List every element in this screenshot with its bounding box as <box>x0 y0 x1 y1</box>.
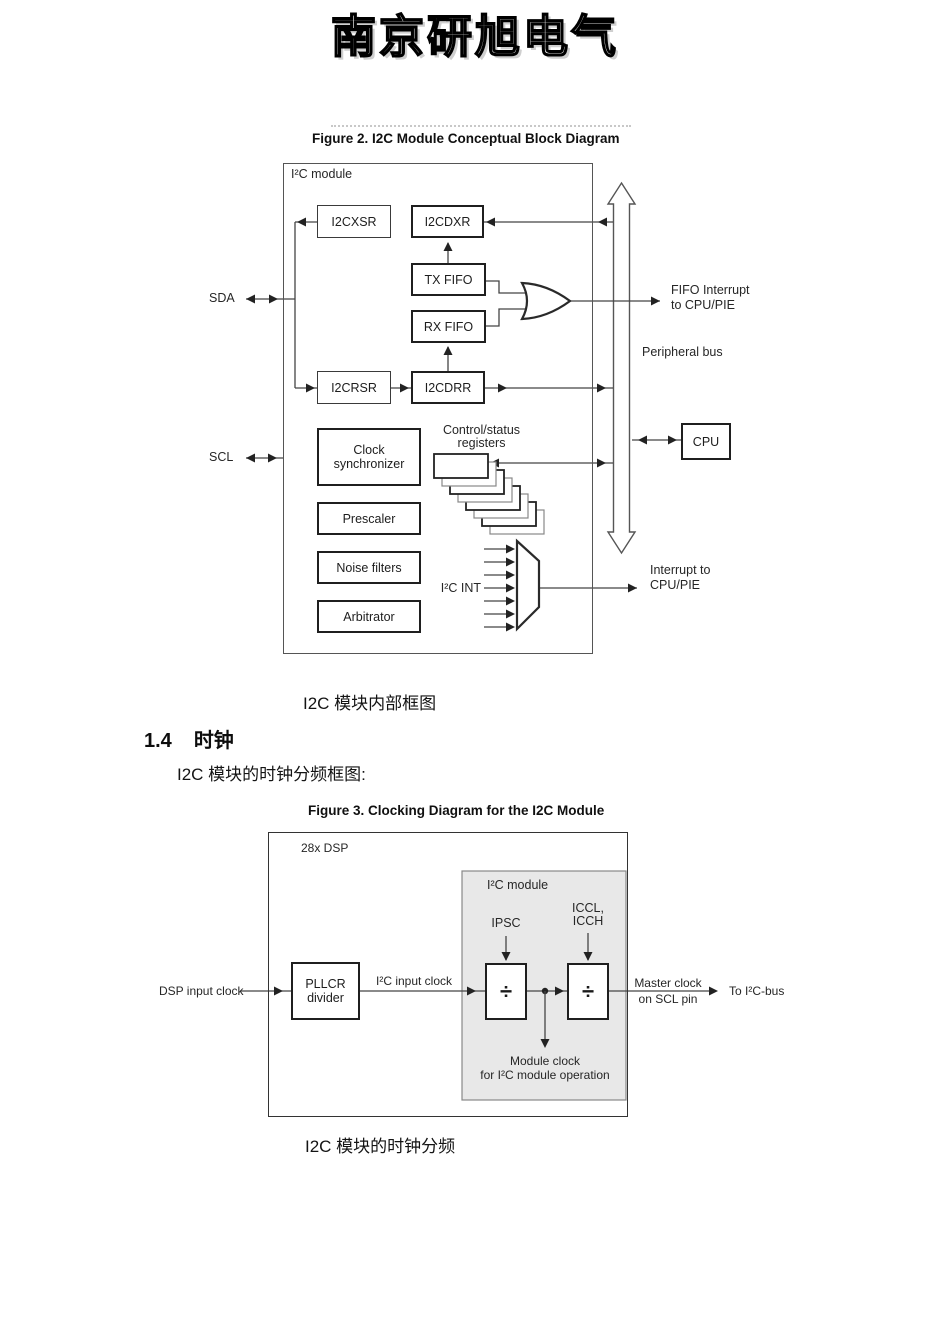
peripheral-bus-arrow <box>606 181 637 555</box>
peripheral-bus-label: Peripheral bus <box>642 345 723 359</box>
clock-synchronizer-box: Clock synchronizer <box>317 428 421 486</box>
i2cxsr-box: I2CXSR <box>317 205 391 238</box>
i2c-input-clock-label: I²C input clock <box>375 974 453 988</box>
i2crsr-box: I2CRSR <box>317 371 391 404</box>
cpu-box: CPU <box>681 423 731 460</box>
interrupt-to-cpu-label: Interrupt to CPU/PIE <box>650 563 711 592</box>
ipsc-divider-box: ÷ <box>485 963 527 1020</box>
master-clock-label: Master clock on SCL pin <box>634 976 702 1006</box>
brand-underline <box>331 125 631 127</box>
figure3-dsp-label: 28x DSP <box>301 841 349 855</box>
noise-filters-box: Noise filters <box>317 551 421 584</box>
fifo-interrupt-label: FIFO Interrupt to CPU/PIE <box>671 283 750 312</box>
section-number: 1.4 <box>144 730 172 752</box>
brand-title: 南京研旭电气 <box>330 9 619 64</box>
sda-label: SDA <box>209 291 235 305</box>
scl-label: SCL <box>209 450 234 464</box>
i2c-int-label: I²C INT <box>440 581 481 595</box>
ipsc-label: IPSC <box>491 916 521 930</box>
figure2-module-frame <box>283 163 593 654</box>
control-status-registers-label: Control/status registers <box>442 423 521 450</box>
figure3-module-label: I²C module <box>487 878 549 892</box>
rx-fifo-box: RX FIFO <box>411 310 486 343</box>
section-heading: 1.4 时钟 <box>144 724 234 753</box>
prescaler-box: Prescaler <box>317 502 421 535</box>
figure2-caption: I2C 模块内部框图 <box>303 694 437 713</box>
figure2-title: Figure 2. I2C Module Conceptual Block Di… <box>312 131 620 146</box>
tx-fifo-box: TX FIFO <box>411 263 486 296</box>
iccl-icch-label: ICCL, ICCH <box>572 901 604 928</box>
section-intro: I2C 模块的时钟分频框图: <box>177 765 366 784</box>
figure2-module-label: I²C module <box>291 167 353 181</box>
arbitrator-box: Arbitrator <box>317 600 421 633</box>
pllcr-divider-box: PLLCR divider <box>291 962 360 1020</box>
i2cdrr-box: I2CDRR <box>411 371 485 404</box>
section-title: 时钟 <box>193 730 234 752</box>
dsp-input-clock-label: DSP input clock <box>159 984 244 998</box>
to-i2c-bus-label: To I²C-bus <box>729 984 785 998</box>
figure3-caption: I2C 模块的时钟分频 <box>305 1137 456 1156</box>
figure3-title: Figure 3. Clocking Diagram for the I2C M… <box>308 803 605 818</box>
module-clock-label: Module clock for I²C module operation <box>480 1054 610 1082</box>
iccl-icch-divider-box: ÷ <box>567 963 609 1020</box>
i2cdxr-box: I2CDXR <box>411 205 484 238</box>
figure3-dsp-frame <box>268 832 628 1117</box>
